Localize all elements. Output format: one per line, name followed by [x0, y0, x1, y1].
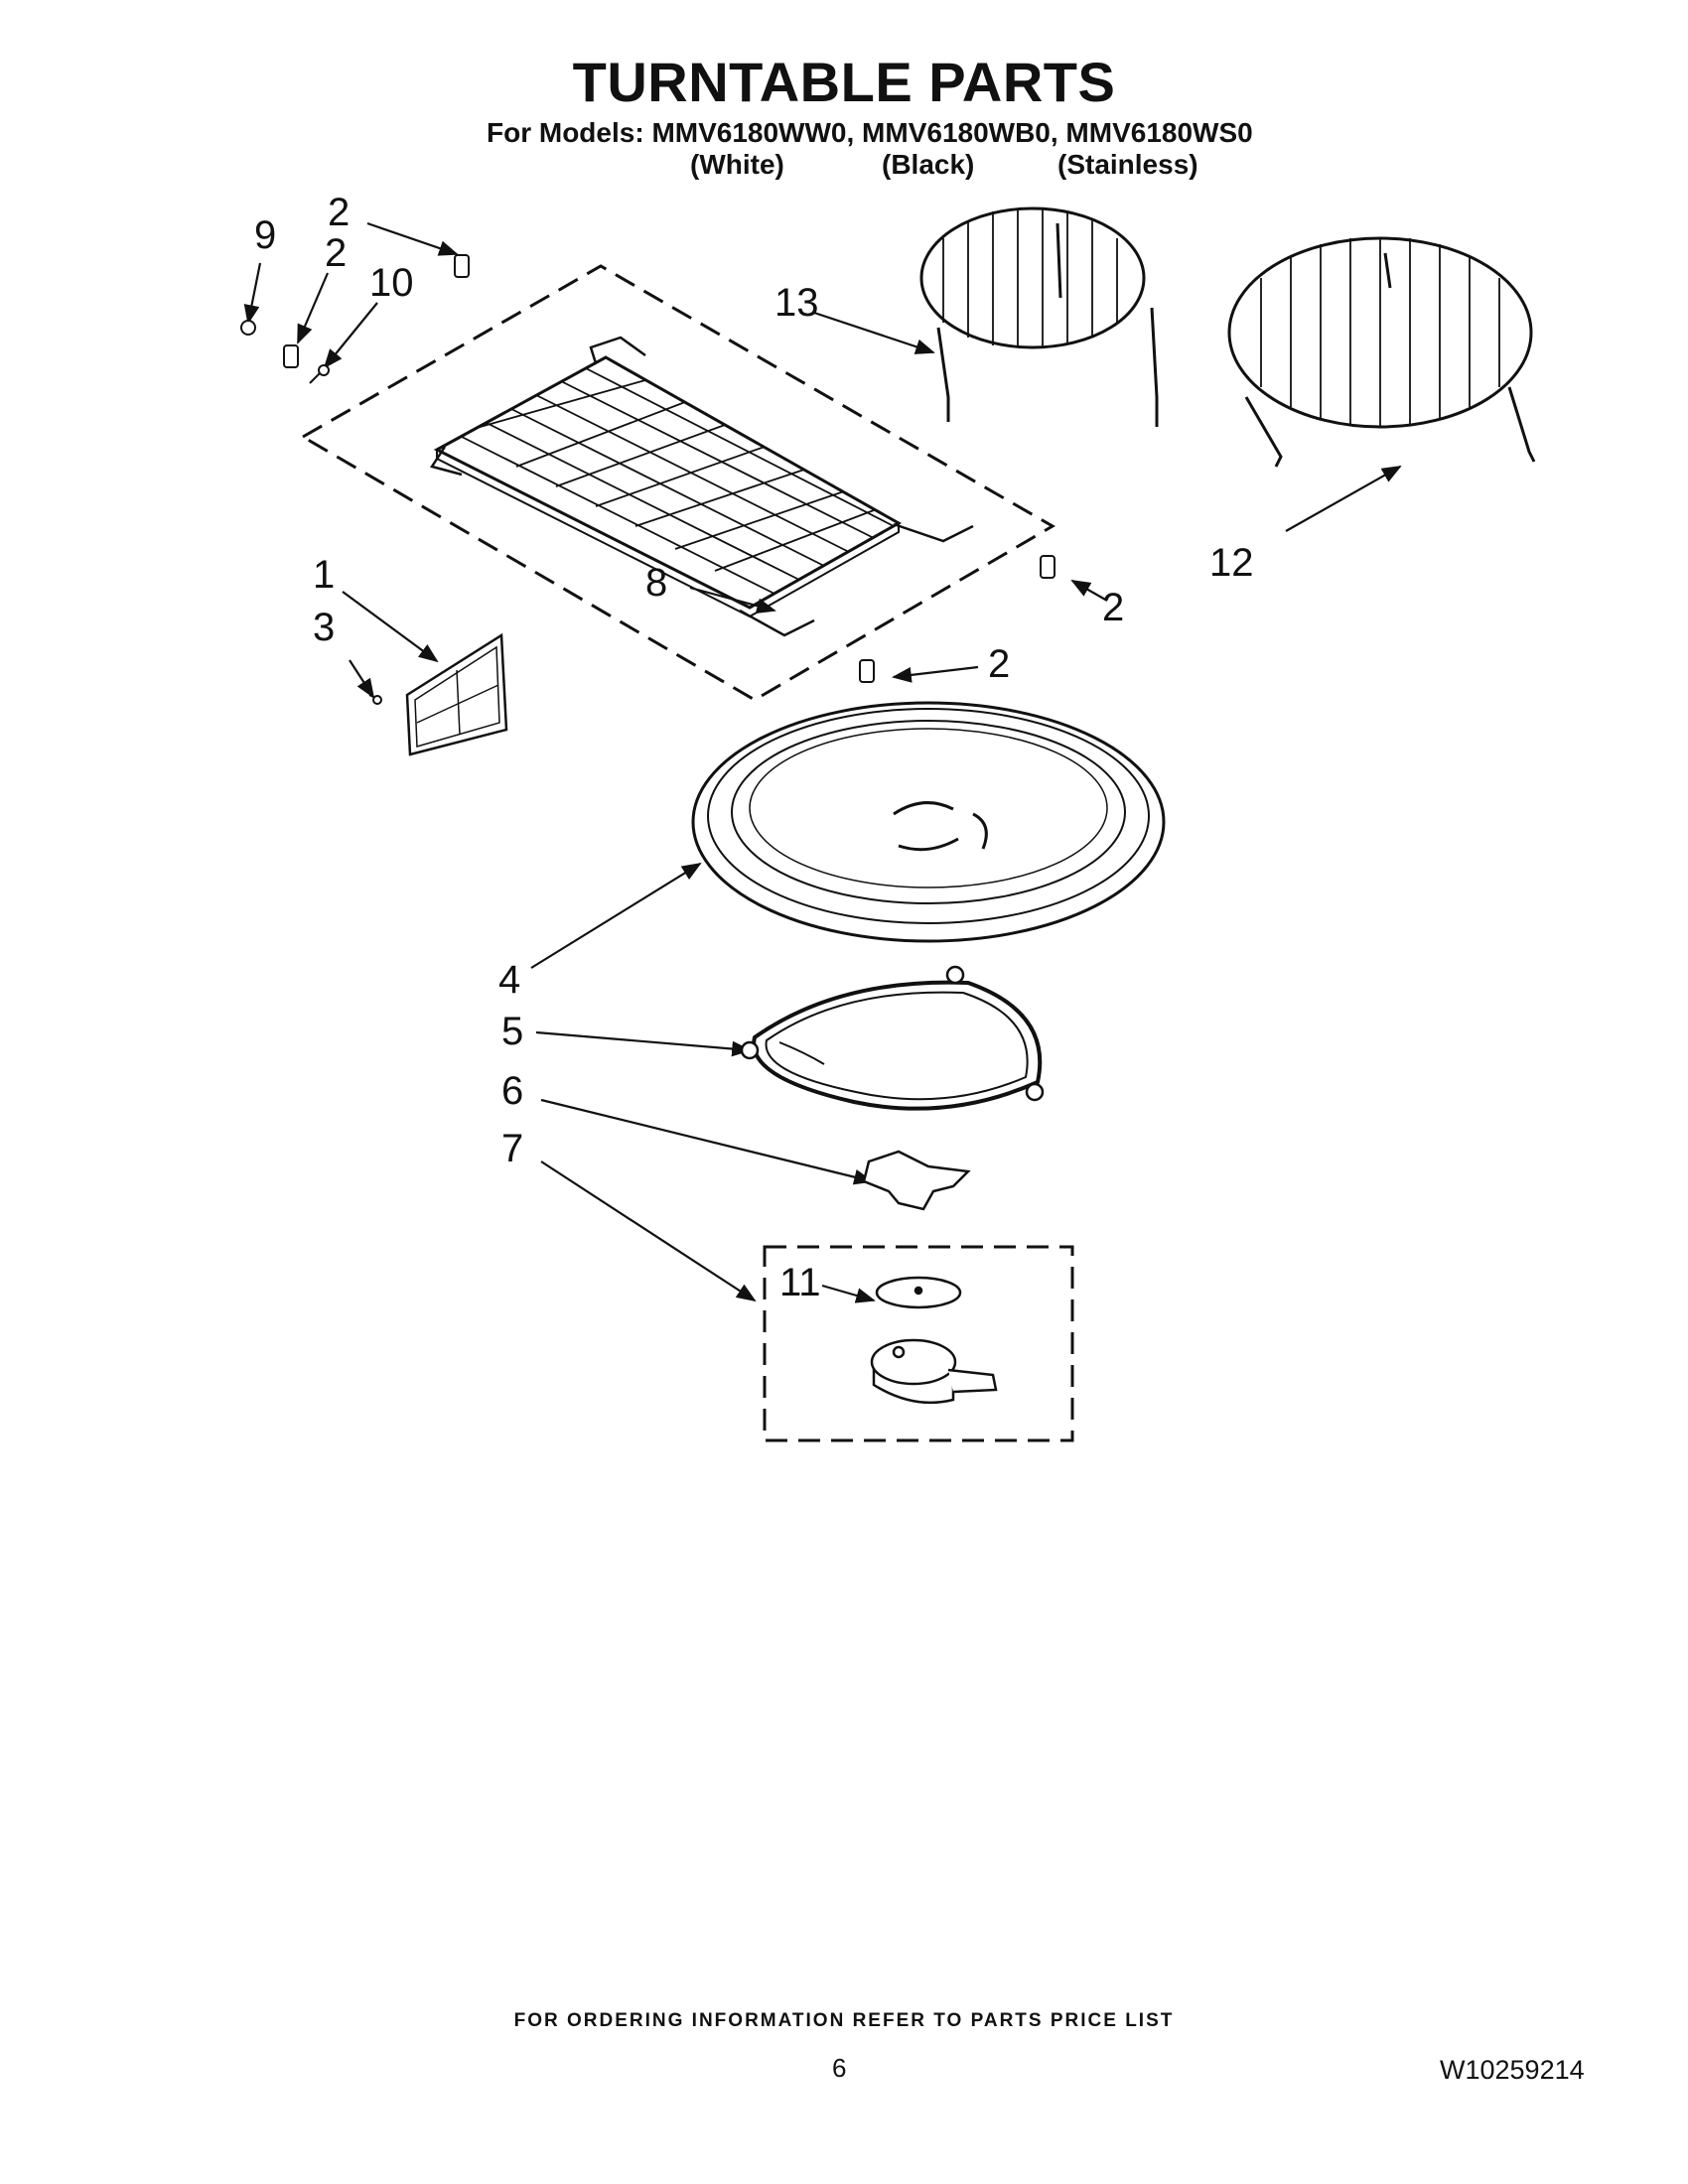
callout-5: 5	[501, 1010, 523, 1053]
small-rack-part-13	[919, 206, 1159, 427]
rack-clip-part-2	[283, 254, 1055, 683]
page-number: 6	[832, 2053, 847, 2083]
motor-cover-part-11	[875, 1276, 962, 1309]
callout-1: 1	[313, 553, 335, 597]
variant-white: (White)	[690, 149, 784, 180]
wire-rack-part-8	[430, 336, 974, 637]
leader-13	[813, 311, 935, 354]
leader-10	[323, 302, 378, 369]
large-rack-part-12	[1227, 236, 1536, 468]
callout-2-right: 2	[1102, 586, 1124, 629]
callout-2-top: 2	[328, 191, 350, 234]
screw-part-10	[309, 364, 330, 384]
callout-8: 8	[645, 561, 667, 605]
callout-7: 7	[501, 1127, 523, 1170]
variant-stainless: (Stainless)	[1057, 149, 1198, 180]
callout-13: 13	[774, 281, 819, 325]
roller-guide-part-5	[740, 965, 1045, 1111]
washer-part-9	[240, 320, 256, 336]
document-number: W10259214	[1440, 2055, 1585, 2085]
variant-black: (Black)	[882, 149, 975, 180]
leader-2b	[296, 272, 330, 344]
ordering-note: FOR ORDERING INFORMATION REFER TO PARTS …	[513, 2010, 1175, 2031]
callout-9: 9	[254, 213, 276, 257]
callout-11: 11	[779, 1261, 821, 1304]
leader-2d	[892, 665, 979, 683]
leader-lines	[243, 221, 1402, 1303]
leader-7	[540, 1160, 757, 1302]
leader-5	[535, 1030, 752, 1057]
leader-12	[1285, 466, 1402, 532]
models-line: For Models: MMV6180WW0, MMV6180WB0, MMV6…	[487, 117, 1253, 148]
callout-4: 4	[498, 958, 520, 1002]
callout-12: 12	[1209, 541, 1254, 585]
leader-11	[821, 1284, 876, 1303]
page-title: TURNTABLE PARTS	[572, 51, 1116, 113]
leader-2c	[1070, 580, 1108, 602]
leader-1	[342, 591, 439, 663]
callout-6: 6	[501, 1069, 523, 1113]
coupler-part-6	[862, 1150, 971, 1211]
callout-3: 3	[313, 606, 335, 649]
leader-4	[530, 862, 702, 969]
rack-assembly-boundary	[300, 264, 1055, 702]
callout-2-lower: 2	[988, 642, 1010, 686]
screw-part-3	[368, 694, 382, 705]
glass-tray-part-4	[691, 701, 1166, 943]
callout-2-left: 2	[325, 231, 347, 275]
leader-3	[349, 659, 375, 699]
leader-2a	[366, 221, 459, 256]
leader-9	[243, 262, 262, 325]
turntable-motor-part-7	[870, 1338, 998, 1405]
leader-6	[540, 1098, 874, 1185]
cover-part-1	[405, 632, 508, 756]
motor-assembly-boundary	[763, 1245, 1074, 1442]
callout-10: 10	[369, 261, 414, 305]
